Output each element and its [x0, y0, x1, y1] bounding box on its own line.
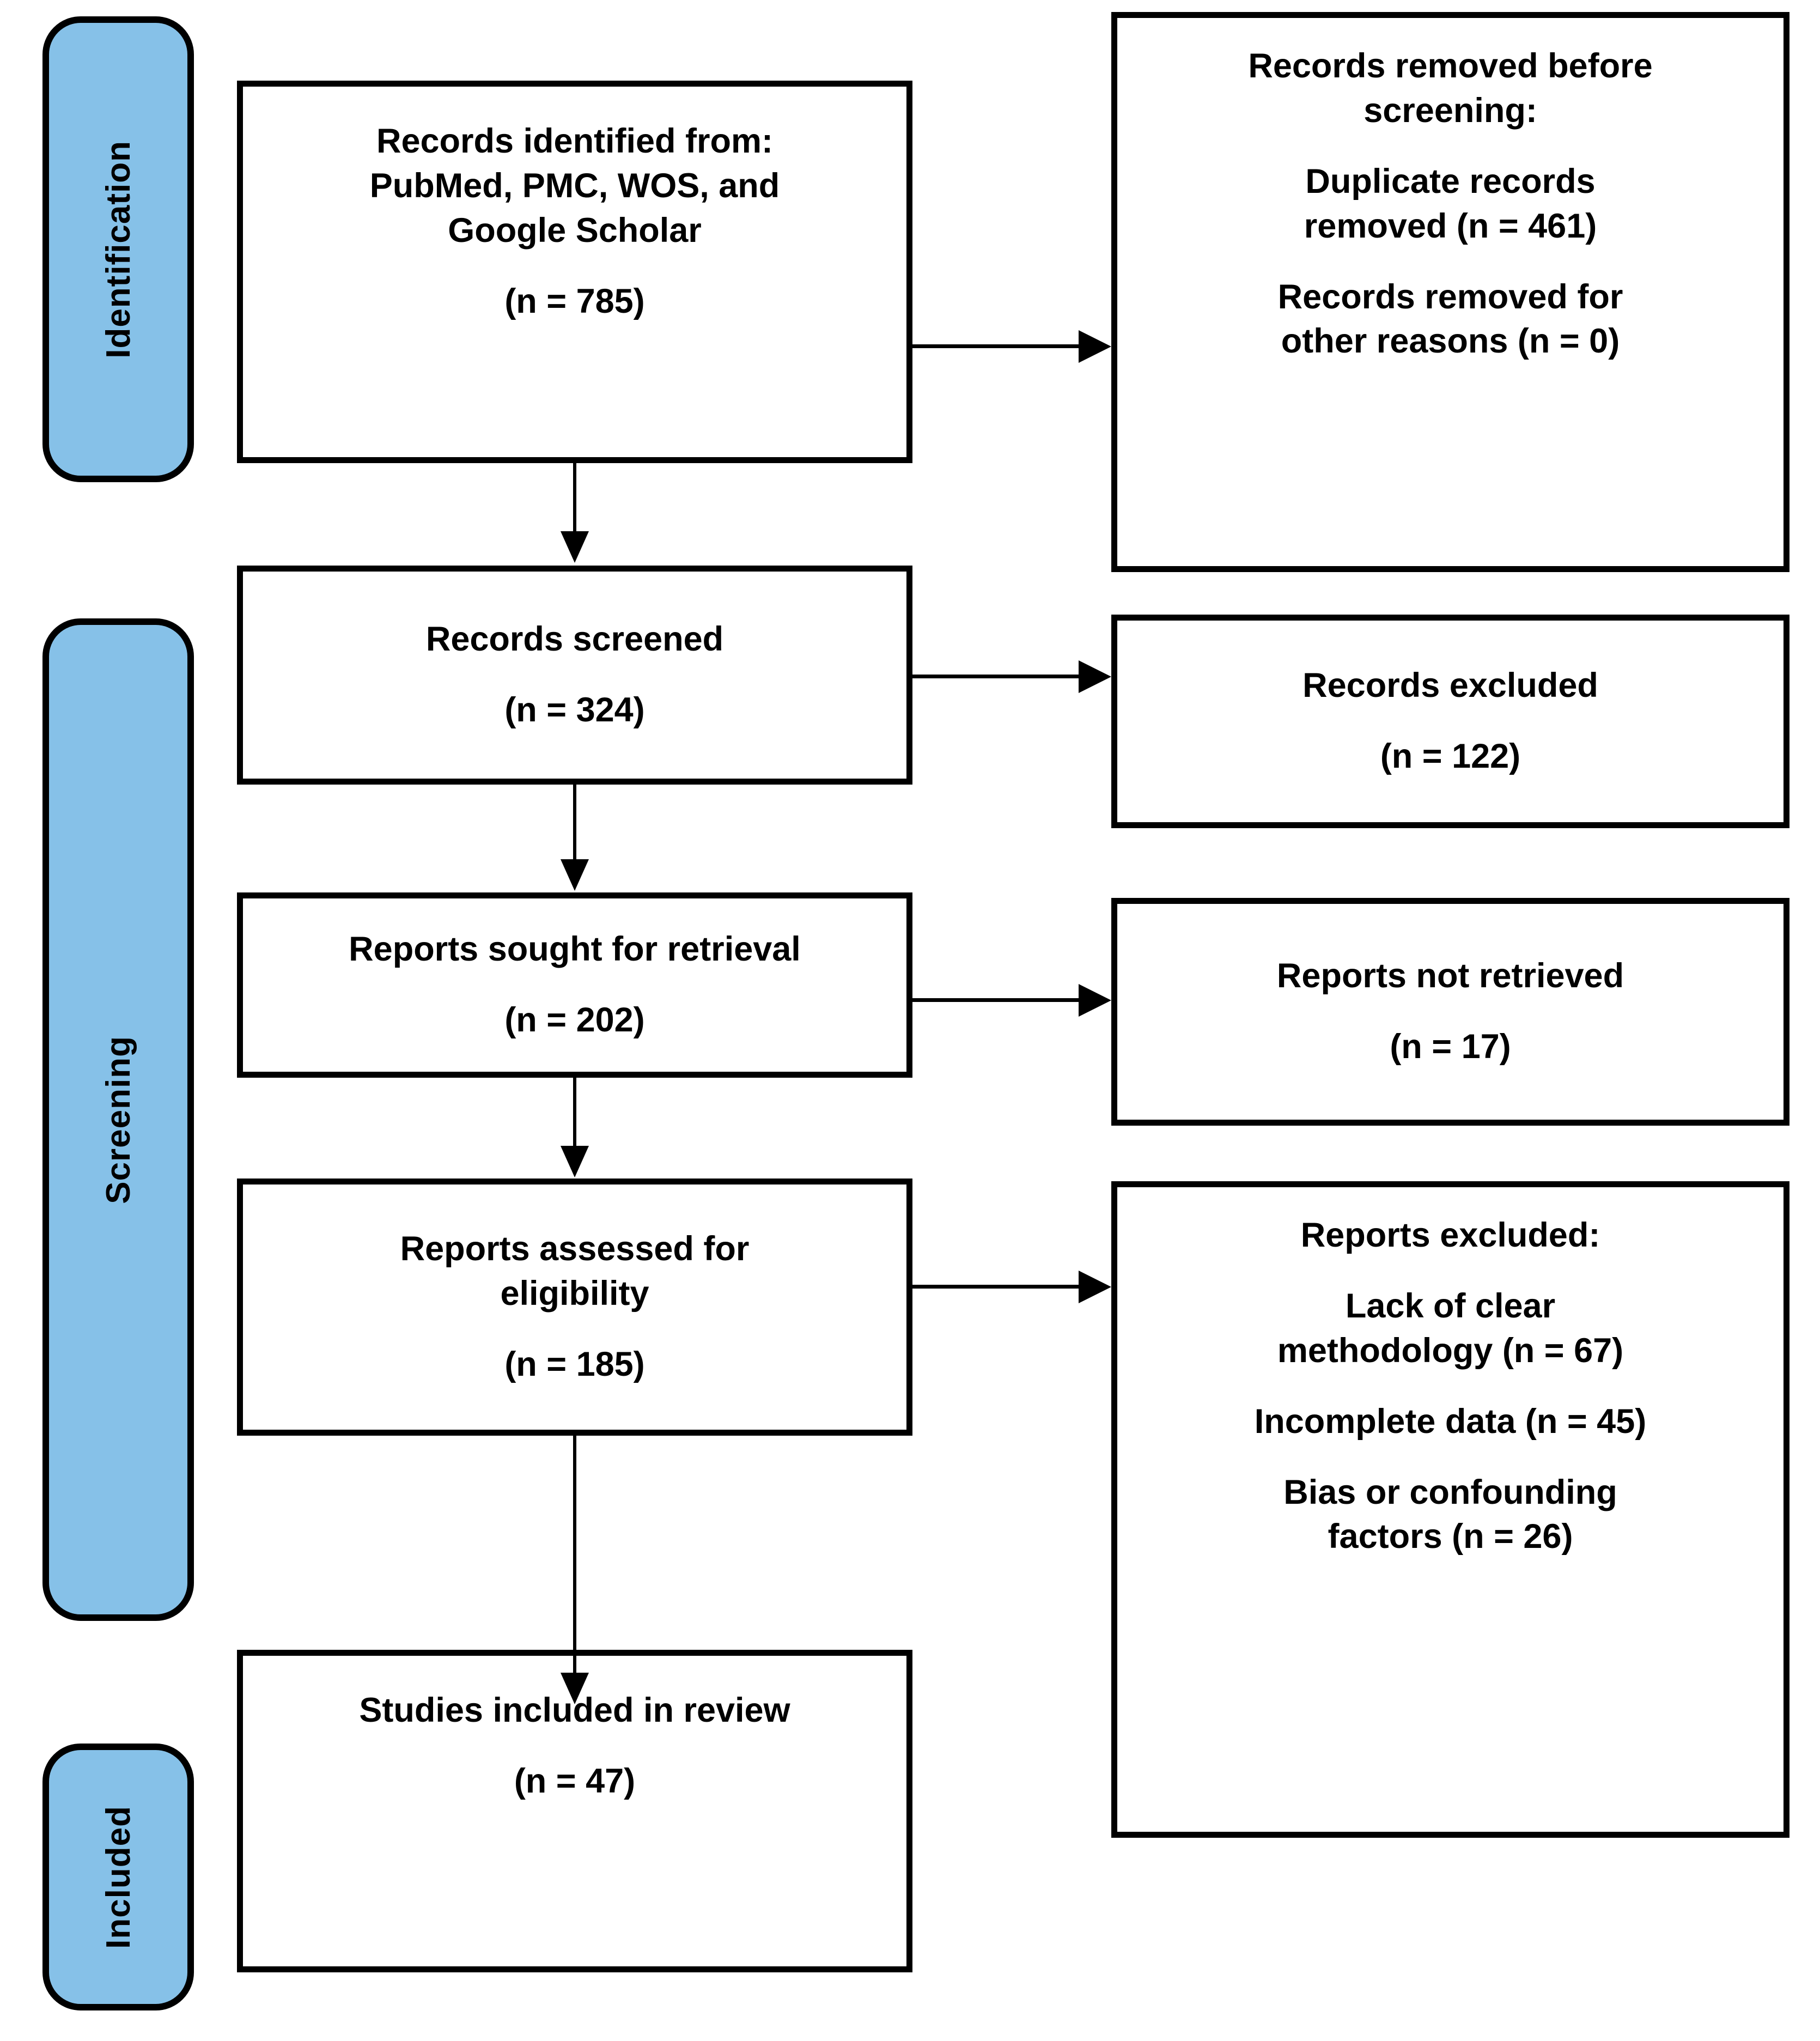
records-removed-line-3: Duplicate records — [1305, 162, 1596, 201]
connector-screened-to-sought — [573, 785, 576, 862]
records-removed-line-6: other reasons (n = 0) — [1281, 322, 1620, 361]
arrowhead-screened-to-excluded — [1079, 660, 1111, 693]
phase-identification-label: Identification — [99, 140, 137, 359]
arrowhead-sought-to-assessed — [561, 1146, 589, 1177]
box-reports-not-retrieved: Reports not retrieved (n = 17) — [1111, 898, 1789, 1126]
records-identified-count: (n = 785) — [504, 282, 645, 320]
reports-excluded-line-1: Reports excluded: — [1300, 1216, 1600, 1254]
records-removed-emphasis-screening: screening — [1364, 91, 1526, 130]
reports-excluded-line-3: methodology (n = 67) — [1277, 1331, 1624, 1370]
box-reports-sought: Reports sought for retrieval (n = 202) — [237, 892, 912, 1078]
connector-assessed-to-reports-excluded — [912, 1285, 1081, 1289]
records-removed-text-1: Records removed — [1248, 47, 1548, 85]
box-records-excluded: Records excluded (n = 122) — [1111, 615, 1789, 828]
records-screened-count: (n = 324) — [504, 691, 645, 729]
arrowhead-identified-to-screened — [561, 531, 589, 563]
connector-identified-to-removed — [912, 344, 1081, 348]
box-reports-assessed: Reports assessed for eligibility (n = 18… — [237, 1179, 912, 1436]
connector-identified-to-screened — [573, 463, 576, 534]
phase-included: Included — [42, 1744, 194, 2010]
box-records-removed-before-screening: Records removed before screening: Duplic… — [1111, 12, 1789, 572]
arrowhead-assessed-to-reports-excluded — [1079, 1271, 1111, 1303]
phase-identification: Identification — [42, 16, 194, 482]
records-identified-line-2: PubMed, PMC, WOS, and — [369, 166, 780, 205]
records-excluded-count: (n = 122) — [1380, 737, 1521, 775]
connector-assessed-to-included — [573, 1436, 576, 1675]
reports-assessed-count: (n = 185) — [504, 1345, 645, 1383]
reports-excluded-line-6: factors (n = 26) — [1328, 1517, 1573, 1556]
box-records-screened: Records screened (n = 324) — [237, 566, 912, 785]
phase-screening-label: Screening — [99, 1035, 137, 1204]
arrowhead-identified-to-removed — [1079, 330, 1111, 363]
records-removed-colon: : — [1525, 91, 1537, 130]
records-identified-line-1: Records identified from: — [376, 122, 774, 160]
records-removed-line-1: Records removed before — [1248, 44, 1652, 89]
arrowhead-screened-to-sought — [561, 859, 589, 891]
reports-assessed-line-1: Reports assessed for — [400, 1230, 750, 1268]
reports-not-retrieved-label: Reports not retrieved — [1276, 957, 1624, 995]
box-reports-excluded: Reports excluded: Lack of clear methodol… — [1111, 1181, 1789, 1838]
records-removed-line-4: removed (n = 461) — [1304, 206, 1597, 245]
studies-included-count: (n = 47) — [514, 1761, 636, 1800]
records-removed-emphasis-before: before — [1548, 47, 1653, 85]
reports-assessed-line-2: eligibility — [500, 1274, 649, 1313]
connector-screened-to-excluded — [912, 675, 1081, 678]
arrowhead-sought-to-not-retrieved — [1079, 984, 1111, 1017]
records-identified-line-3: Google Scholar — [448, 211, 702, 250]
records-removed-line-2: screening: — [1364, 89, 1537, 133]
records-screened-label: Records screened — [425, 620, 724, 659]
arrowhead-assessed-to-included — [561, 1673, 589, 1704]
reports-excluded-line-5: Bias or confounding — [1283, 1473, 1617, 1511]
studies-included-label: Studies included in review — [359, 1691, 790, 1729]
connector-sought-to-not-retrieved — [912, 998, 1081, 1002]
phase-included-label: Included — [99, 1805, 137, 1949]
reports-not-retrieved-count: (n = 17) — [1390, 1028, 1511, 1066]
records-excluded-label: Records excluded — [1302, 666, 1598, 705]
reports-sought-count: (n = 202) — [504, 1001, 645, 1039]
reports-sought-label: Reports sought for retrieval — [349, 930, 801, 969]
records-removed-line-5: Records removed for — [1277, 277, 1623, 316]
box-records-identified: Records identified from: PubMed, PMC, WO… — [237, 81, 912, 463]
reports-excluded-line-2: Lack of clear — [1345, 1286, 1556, 1325]
connector-sought-to-assessed — [573, 1078, 576, 1149]
reports-excluded-line-4: Incomplete data (n = 45) — [1254, 1402, 1647, 1441]
phase-screening: Screening — [42, 618, 194, 1621]
